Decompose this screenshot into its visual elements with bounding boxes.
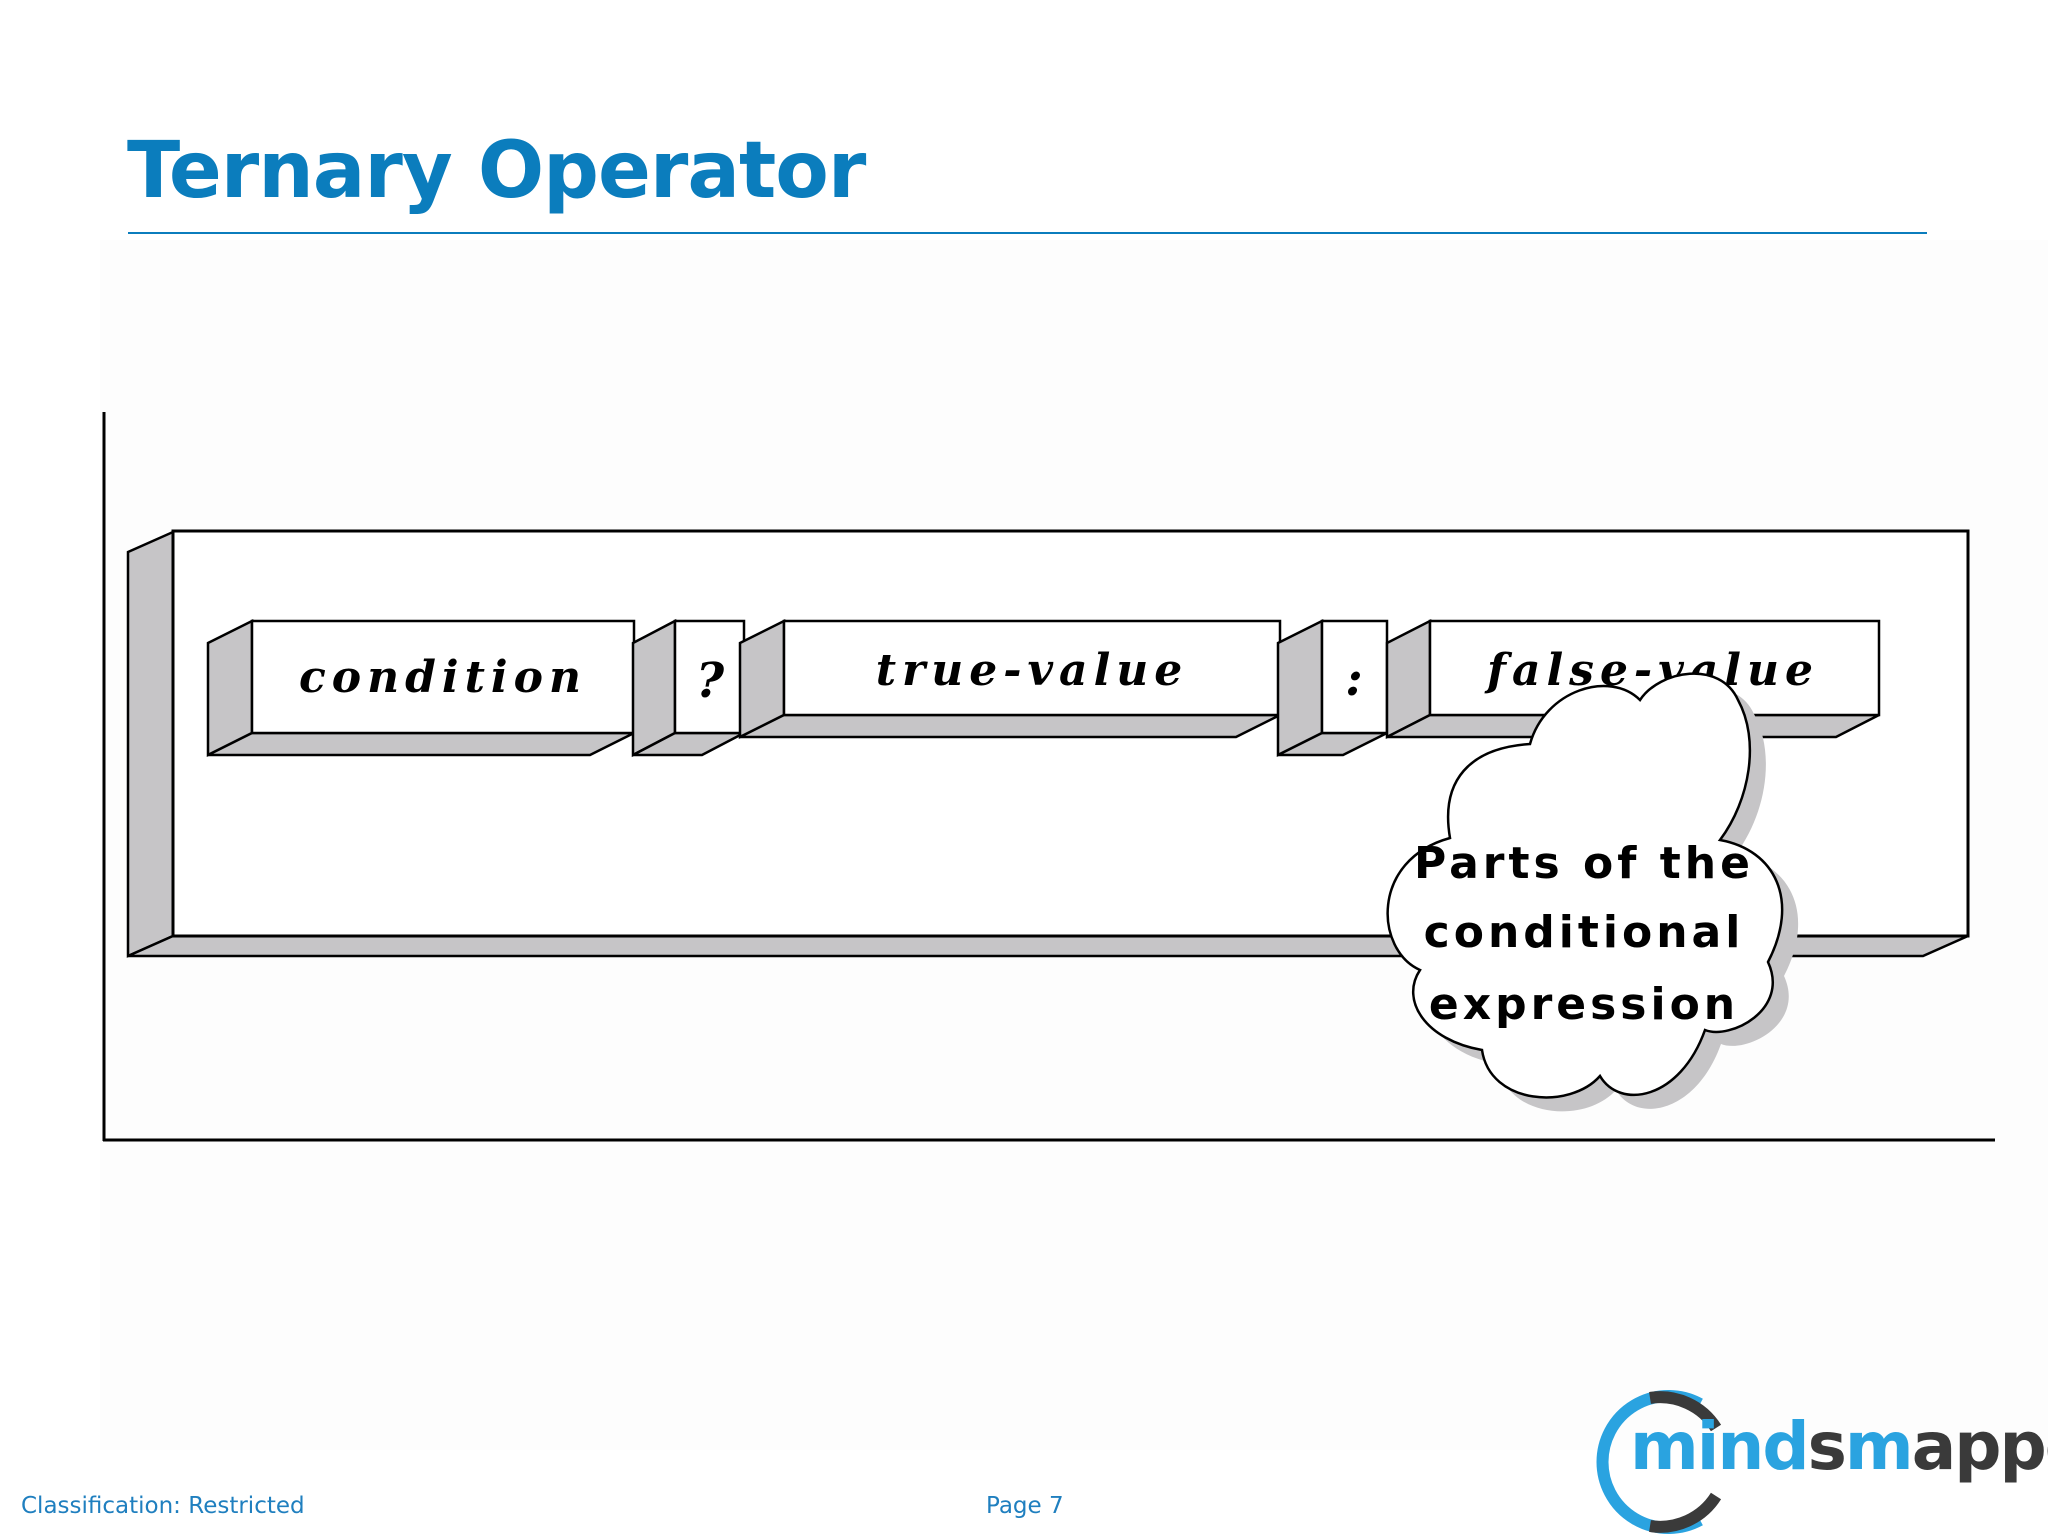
cloud-body (1386, 672, 1784, 1099)
callout-line-2: conditional (1424, 907, 1745, 958)
chip-label-true-value: true-value (876, 645, 1189, 696)
chip-label-colon: : (1345, 651, 1363, 707)
page-number: Page 7 (986, 1493, 1064, 1519)
slide-title: Ternary Operator (127, 126, 866, 216)
chip-true-value: true-value (738, 618, 1282, 740)
callout-line-1: Parts of the (1414, 838, 1754, 889)
chip-colon: : (1276, 618, 1389, 758)
logo-part-m: m (1844, 1408, 1914, 1485)
callout-cloud: Parts of the conditional expression (1386, 672, 1799, 1112)
chip-label-false-value: false-value (1484, 645, 1819, 696)
logo-part-apped: apped (1911, 1408, 2048, 1485)
logo-ring-icon (1596, 1390, 1722, 1534)
mindsmapped-logo: mindsmapped (1590, 1388, 2048, 1536)
classification-label: Classification: Restricted (21, 1493, 305, 1519)
chip-question-mark: ? (631, 618, 746, 758)
title-underline (128, 232, 1927, 234)
logo-part-mind: mind (1630, 1408, 1810, 1485)
logo-wordmark: mindsmapped (1630, 1414, 2048, 1480)
callout-line-3: expression (1429, 979, 1739, 1030)
chip-label-question: ? (696, 653, 725, 709)
logo-part-s: s (1807, 1408, 1847, 1485)
chip-condition: condition (206, 618, 636, 758)
chip-label-condition: condition (299, 652, 587, 703)
